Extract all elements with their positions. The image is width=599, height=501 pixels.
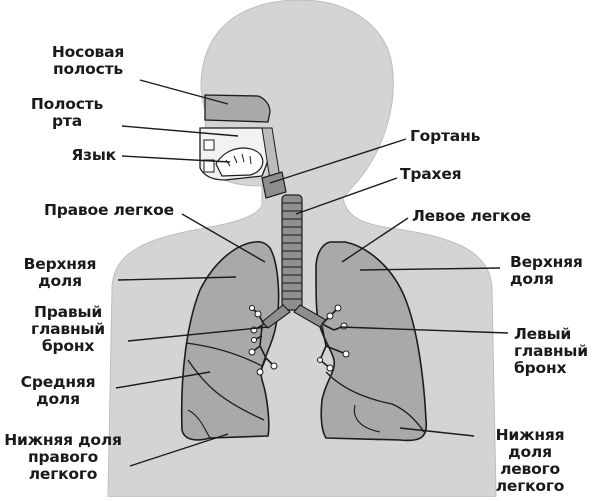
bronchial-tree	[251, 307, 347, 373]
label-right-upper-lobe: Верхняя доля	[8, 256, 112, 290]
left-lower-detail	[353, 404, 381, 433]
label-line: доля	[510, 270, 554, 288]
label-line: правого	[27, 448, 99, 466]
right-main-bronchus	[261, 304, 291, 329]
label-left-lower-lobe: Нижняя доля левого легкого	[478, 427, 582, 495]
label-larynx: Гортань	[410, 127, 481, 145]
lower-right-detail	[187, 409, 211, 439]
label-line: доля	[38, 272, 82, 290]
right-lung	[180, 240, 280, 441]
label-right-lower-lobe: Нижняя доля правого легкого	[0, 432, 126, 483]
trachea	[281, 194, 303, 311]
label-line: бронх	[514, 359, 567, 377]
left-lung	[315, 241, 428, 442]
label-line: рта	[52, 112, 82, 130]
tongue	[215, 147, 264, 177]
tongue-texture	[225, 153, 252, 167]
label-line: Полость	[30, 95, 104, 113]
label-oral-cavity: Полость рта	[22, 96, 112, 130]
label-line: доля	[508, 443, 552, 461]
label-line: доля	[36, 390, 80, 408]
label-trachea: Трахея	[400, 165, 462, 183]
larynx	[261, 171, 287, 199]
label-right-lung: Правое легкое	[44, 201, 174, 219]
label-line: Средняя	[20, 373, 96, 391]
label-line: полость	[53, 60, 123, 78]
label-left-lung: Левое легкое	[412, 207, 531, 225]
label-line: Носовая	[51, 43, 125, 61]
right-oblique-fissure	[187, 359, 265, 421]
label-line: Правый	[33, 303, 102, 321]
nasal-cavity	[204, 94, 271, 123]
label-line: главный	[514, 342, 588, 360]
label-line: бронх	[41, 337, 95, 355]
left-oblique-fissure	[325, 371, 425, 433]
label-left-upper-lobe: Верхняя доля	[510, 254, 583, 288]
label-middle-lobe: Средняя доля	[6, 374, 110, 408]
label-nasal-cavity: Носовая полость	[36, 44, 140, 78]
trachea-rings	[282, 202, 302, 300]
label-line: легкого	[495, 477, 565, 495]
leader-lines	[115, 79, 509, 467]
label-left-main-bronchus: Левый главный бронх	[514, 326, 588, 377]
label-line: Нижняя доля	[4, 431, 122, 449]
label-tongue: Язык	[71, 146, 116, 164]
label-line: левого	[500, 460, 560, 478]
left-main-bronchus	[293, 304, 327, 328]
teeth	[203, 139, 215, 173]
label-line: легкого	[28, 465, 98, 483]
label-line: Верхняя	[23, 255, 97, 273]
right-horizontal-fissure	[185, 342, 263, 367]
label-right-main-bronchus: Правый главный бронх	[12, 304, 124, 355]
label-line: Нижняя	[495, 426, 565, 444]
label-line: главный	[31, 320, 105, 338]
label-line: Левый	[514, 325, 572, 343]
label-line: Верхняя	[510, 253, 583, 271]
